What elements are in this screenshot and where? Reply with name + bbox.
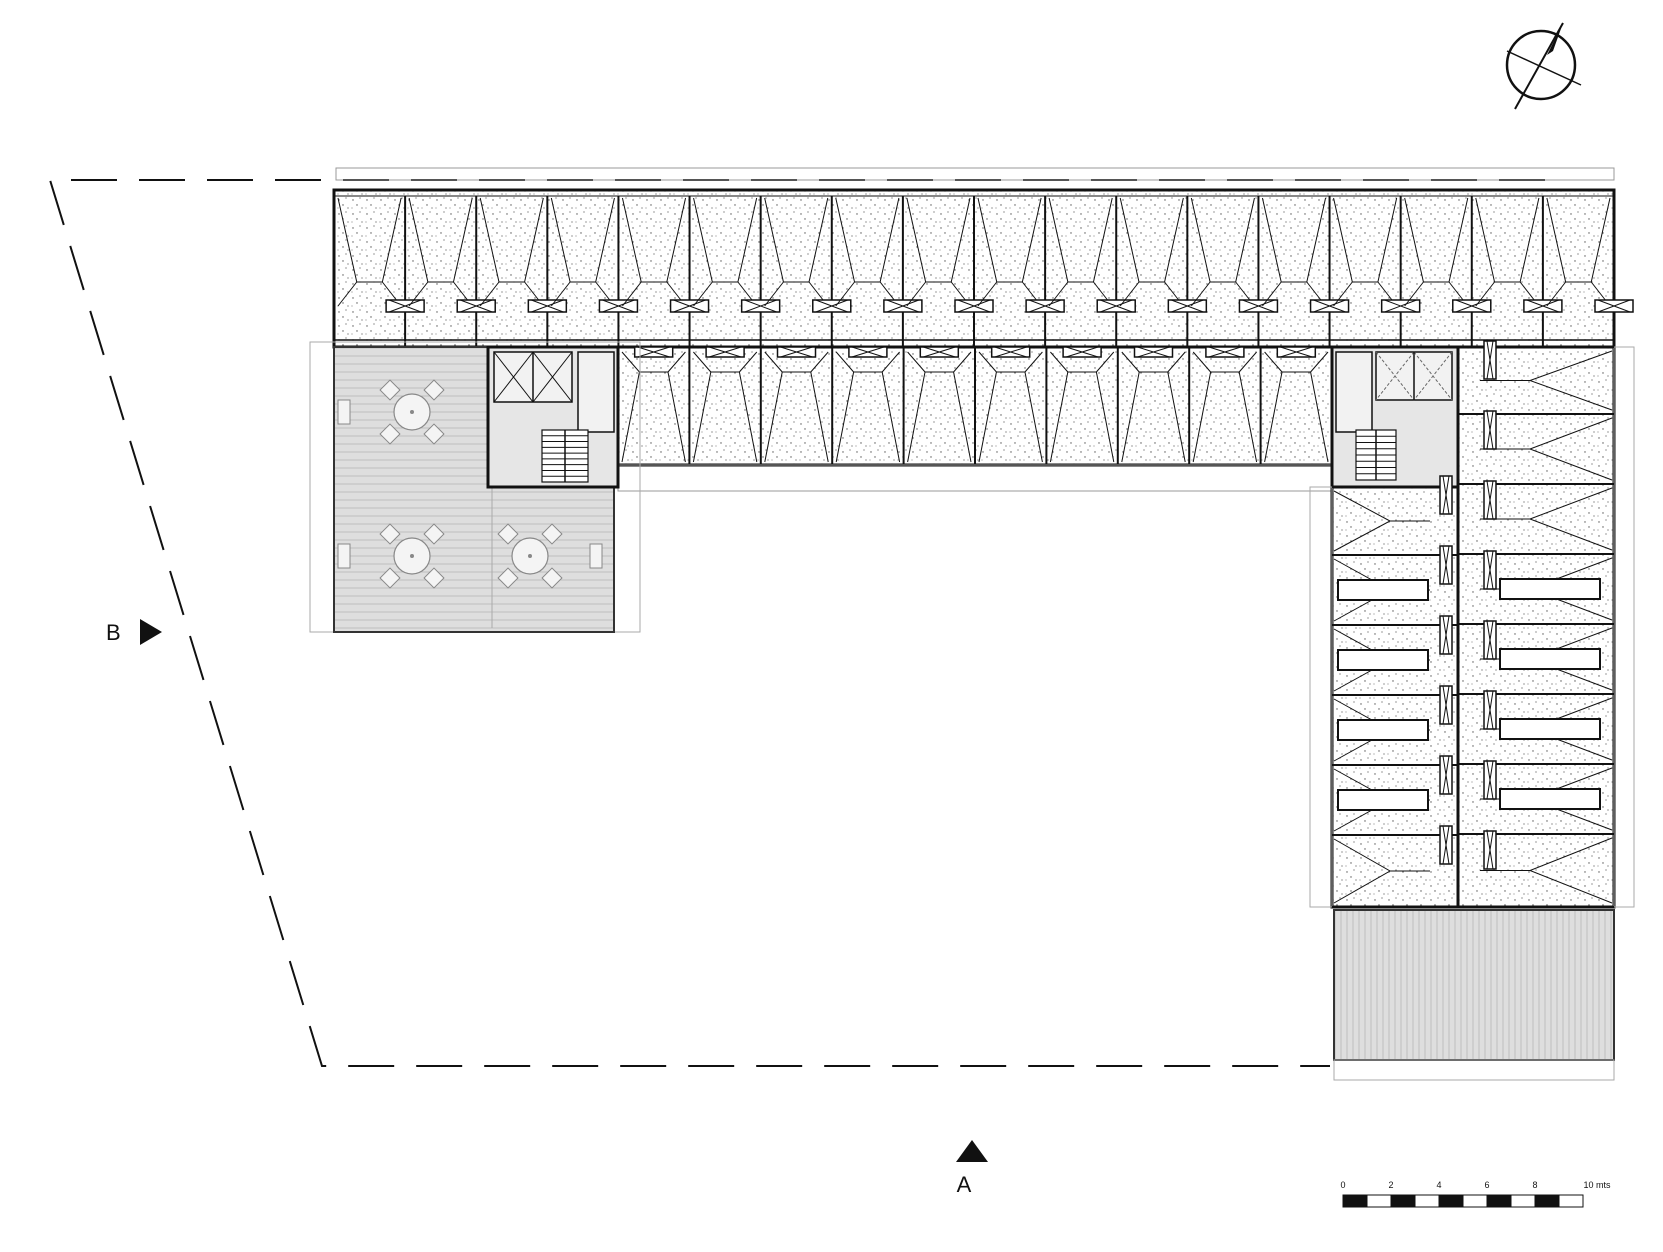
central-wing (616, 345, 1334, 492)
bench (337, 399, 351, 425)
scale-tick-2: 2 (1388, 1180, 1393, 1190)
scale-segment (1486, 1194, 1512, 1208)
scale-segment (1414, 1194, 1440, 1208)
section-marker-a: A (956, 1140, 988, 1197)
bench-counter (1337, 649, 1429, 671)
section-marker-b: B (106, 619, 162, 645)
circulation-core-right (1330, 345, 1460, 489)
section-a-label: A (957, 1172, 972, 1197)
scale-tick-8: 8 (1532, 1180, 1537, 1190)
section-b-triangle-icon (140, 619, 162, 645)
right-wing (1309, 340, 1635, 909)
north-arrow-icon (1505, 22, 1582, 110)
table-with-chairs (379, 379, 445, 445)
scale-segment (1558, 1194, 1584, 1208)
central-wing-bays (617, 346, 1333, 465)
scale-bar: 0 2 4 6 8 10 mts (1340, 1180, 1611, 1208)
scale-segment (1534, 1194, 1560, 1208)
table-with-chairs (497, 523, 563, 589)
terrace-tables (337, 379, 603, 628)
bench-counter (1337, 719, 1429, 741)
scale-tick-10: 10 mts (1583, 1180, 1611, 1190)
scale-segment (1390, 1194, 1416, 1208)
bench-counter (1499, 718, 1601, 740)
section-b-label: B (106, 620, 121, 645)
bench-counter (1337, 579, 1429, 601)
table-with-chairs (379, 523, 445, 589)
top-wing (332, 167, 1634, 349)
circulation-core-left (486, 345, 620, 489)
scale-segment (1438, 1194, 1464, 1208)
roof-terrace-left (309, 341, 641, 633)
site-boundary (48, 179, 1545, 1067)
scale-tick-6: 6 (1484, 1180, 1489, 1190)
scale-segment (1366, 1194, 1392, 1208)
bench-counter (1499, 648, 1601, 670)
top-wing-bays (333, 196, 1634, 347)
bench-counter (1499, 788, 1601, 810)
section-a-triangle-icon (956, 1140, 988, 1162)
scale-tick-4: 4 (1436, 1180, 1441, 1190)
scale-segment (1510, 1194, 1536, 1208)
scale-segment (1462, 1194, 1488, 1208)
roof-terrace-bottom (1333, 909, 1615, 1081)
scale-tick-0: 0 (1340, 1180, 1345, 1190)
right-wing-units (1332, 340, 1614, 908)
bench (589, 543, 603, 569)
scale-segment (1342, 1194, 1368, 1208)
bench (337, 543, 351, 569)
bench-counter (1337, 789, 1429, 811)
bench-counter (1499, 578, 1601, 600)
